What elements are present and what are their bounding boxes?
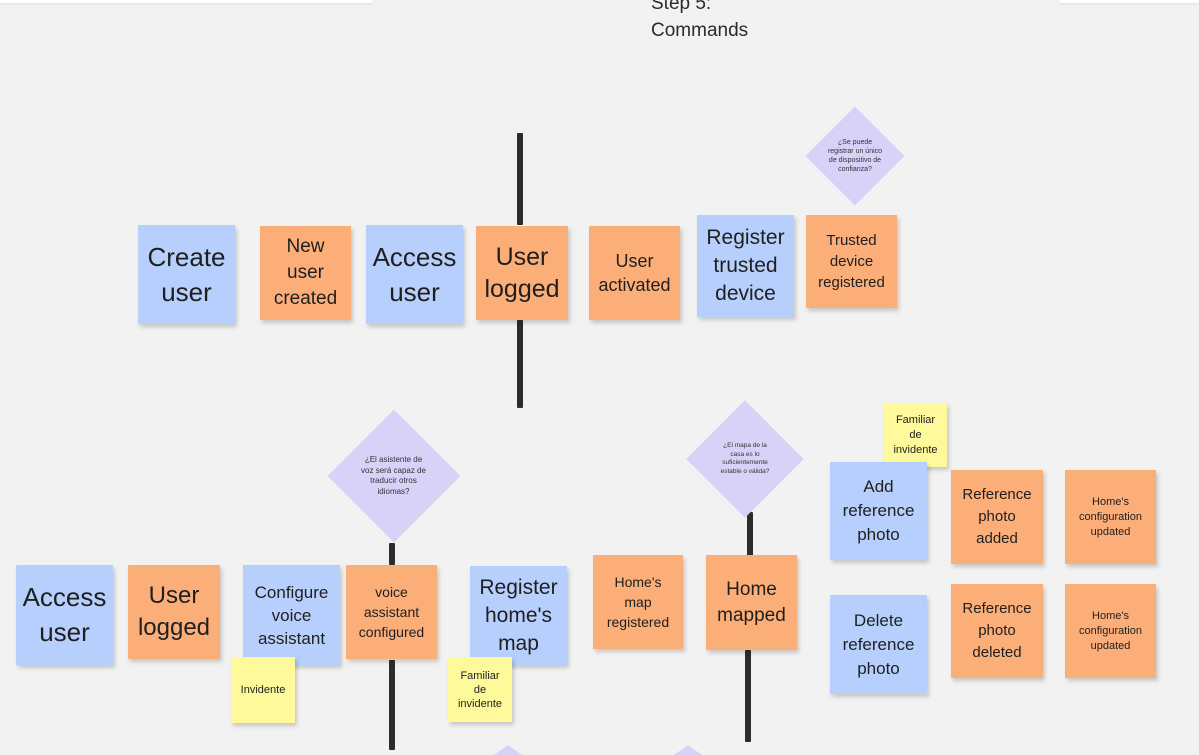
sticky-reference-photo-deleted[interactable]: Reference photo deleted [951, 584, 1043, 678]
sticky-reference-photo-added[interactable]: Reference photo added [951, 470, 1043, 564]
sticky-label: User activated [598, 251, 671, 295]
sticky-user-activated[interactable]: User activated [589, 226, 680, 320]
sticky-label: User logged [484, 243, 560, 303]
sticky-label: Register trusted device [706, 226, 785, 305]
sticky-label: Trusted device registered [818, 232, 885, 291]
swimlane-divider [517, 133, 523, 225]
sticky-label: User logged [137, 582, 211, 641]
swimlane-divider [389, 660, 395, 750]
sticky-configure-voice-assistant[interactable]: Configure voice assistant [243, 565, 340, 665]
sticky-actor-familiar-1[interactable]: Familiar de invidente [448, 657, 512, 722]
sticky-label: New user created [273, 236, 338, 309]
sticky-label: Home mapped [717, 578, 786, 626]
sticky-voice-assistant-configured[interactable]: voice assistant configured [346, 565, 437, 659]
sticky-add-reference-photo[interactable]: Add reference photo [830, 462, 927, 560]
sticky-label: Familiar de invidente [457, 669, 503, 710]
sticky-register-homes-map[interactable]: Register home's map [470, 566, 567, 665]
sticky-user-logged-2[interactable]: User logged [128, 565, 220, 659]
sticky-user-logged[interactable]: User logged [476, 226, 568, 320]
sticky-label: Add reference photo [842, 477, 915, 544]
sticky-label: Home's configuration updated [1079, 609, 1142, 652]
sticky-label: Access user [372, 241, 457, 307]
sticky-label: Home's configuration updated [1079, 495, 1142, 538]
sticky-label: Reference photo added [962, 486, 1032, 547]
sticky-label: Register home's map [479, 575, 558, 655]
sticky-label: Configure voice assistant [254, 582, 329, 648]
sticky-trusted-device-registered[interactable]: Trusted device registered [806, 215, 897, 308]
sticky-new-user-created[interactable]: New user created [260, 226, 351, 320]
sticky-label: Access user [22, 582, 107, 647]
swimlane-divider [745, 650, 751, 742]
canvas-frame-edge [0, 0, 372, 3]
sticky-label: Delete reference photo [842, 610, 915, 678]
diamond-text: ¿El asistente de voz será capaz de tradu… [361, 455, 426, 496]
swimlane-divider [517, 320, 523, 408]
canvas-frame-edge [1060, 0, 1199, 3]
frame-title-line-1: Step 5: [651, 0, 712, 14]
sticky-label: voice assistant configured [358, 584, 425, 640]
sticky-actor-invidente[interactable]: Invidente [231, 657, 295, 723]
sticky-label: Familiar de invidente [893, 413, 938, 456]
question-diamond-partial[interactable] [674, 745, 702, 755]
sticky-create-user[interactable]: Create user [138, 225, 235, 324]
frame-title-line-2: Commands [651, 20, 749, 41]
question-diamond-home-map[interactable]: ¿El mapa de la casa es lo suficientement… [685, 400, 805, 518]
frame-title: Step 5: Commands [651, 0, 811, 44]
sticky-access-user-2[interactable]: Access user [16, 565, 113, 665]
sticky-access-user[interactable]: Access user [366, 225, 463, 324]
sticky-label: Invidente [240, 684, 286, 696]
diamond-text: ¿El mapa de la casa es lo suficientement… [720, 442, 770, 475]
sticky-register-trusted-device[interactable]: Register trusted device [697, 215, 794, 317]
question-diamond-partial[interactable] [494, 745, 522, 755]
swimlane-divider [389, 543, 395, 565]
swimlane-divider [747, 512, 753, 556]
diamond-text: ¿Se puede registrar un único de disposit… [827, 139, 883, 173]
sticky-label: Home's map registered [606, 574, 670, 630]
sticky-home-mapped[interactable]: Home mapped [706, 555, 797, 650]
question-diamond-trusted-device[interactable]: ¿Se puede registrar un único de disposit… [792, 106, 918, 206]
sticky-label: Reference photo deleted [962, 600, 1032, 661]
sticky-actor-familiar-2[interactable]: Familiar de invidente [884, 403, 947, 467]
sticky-homes-configuration-updated-2[interactable]: Home's configuration updated [1065, 584, 1156, 678]
sticky-homes-configuration-updated-1[interactable]: Home's configuration updated [1065, 470, 1156, 564]
sticky-homes-map-registered[interactable]: Home's map registered [593, 555, 683, 649]
sticky-delete-reference-photo[interactable]: Delete reference photo [830, 595, 927, 694]
sticky-label: Create user [147, 241, 226, 307]
question-diamond-voice-assistant[interactable]: ¿El asistente de voz será capaz de tradu… [322, 409, 465, 543]
